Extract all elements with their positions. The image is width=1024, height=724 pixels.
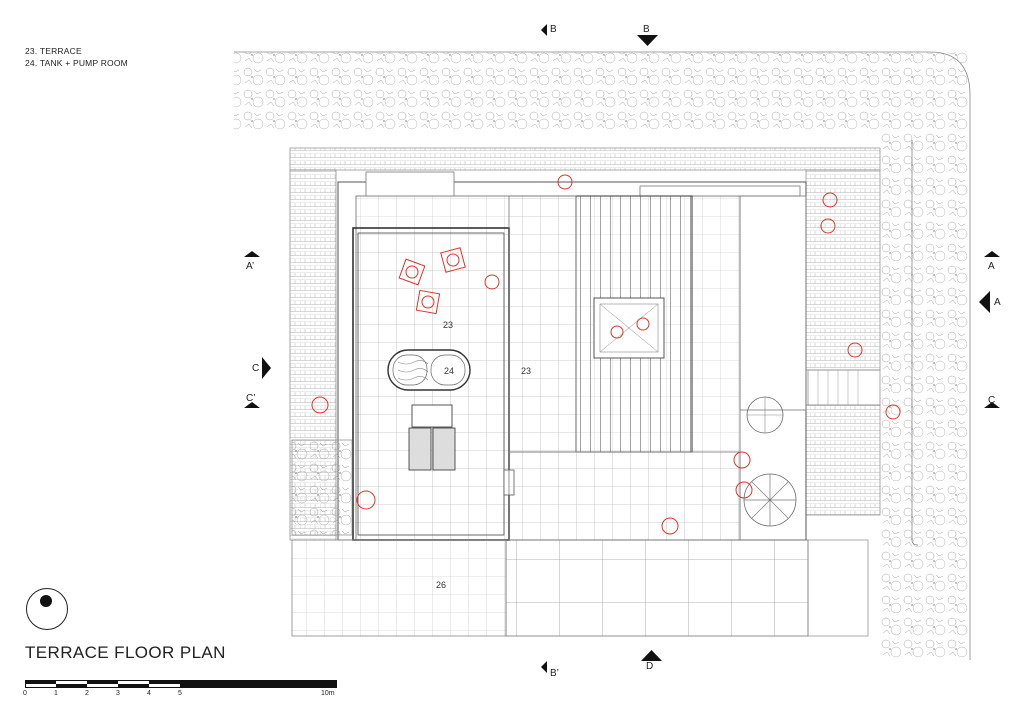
- furniture-red: [311, 174, 901, 535]
- section-label-a-right-arrow: A: [994, 297, 1001, 308]
- section-b-prime-marker: [541, 661, 547, 673]
- pergola: [575, 195, 693, 453]
- stair-right: [807, 369, 881, 406]
- chair-9: [733, 451, 753, 499]
- scale-label-1: 1: [54, 690, 58, 697]
- chair-11: [847, 342, 863, 358]
- scale-seg-4-5: [149, 680, 180, 684]
- chair-3: [415, 289, 441, 315]
- legend: 23. TERRACE 24. TANK + PUMP ROOM: [25, 45, 128, 69]
- scale-label-4: 4: [147, 690, 151, 697]
- feature-plant: [743, 396, 797, 527]
- section-c-prime-marker: [244, 402, 260, 408]
- daybed: [408, 404, 456, 471]
- section-c-left-arrow: [262, 357, 271, 379]
- section-a-right-small-marker: [984, 251, 1000, 257]
- section-label-b-prime: B’: [550, 668, 559, 679]
- chair-13: [610, 317, 650, 339]
- area-26-paving: [291, 539, 869, 637]
- scale-label-0: 0: [23, 690, 27, 697]
- chair-2: [440, 247, 466, 273]
- section-markers: [244, 24, 1000, 673]
- scale-seg-1-2: [56, 684, 87, 688]
- scale-label-2: 2: [85, 690, 89, 697]
- section-a-right-arrow: [979, 291, 990, 313]
- chair-5: [557, 174, 573, 190]
- room-label-23-lower: 23: [521, 366, 532, 376]
- section-c-right-marker: [984, 402, 1000, 408]
- section-a-prime-marker: [244, 251, 260, 257]
- scale-label-3: 3: [116, 690, 120, 697]
- section-label-a-right-small: A: [988, 261, 995, 272]
- legend-item-tank-pump-room: 24. TANK + PUMP ROOM: [25, 58, 128, 68]
- scale-seg-5-10: [180, 680, 337, 688]
- scale-seg-0-1: [25, 680, 56, 684]
- chair-4: [484, 274, 500, 290]
- chair-10: [661, 517, 679, 535]
- planter-left: [291, 439, 353, 536]
- section-b-top-arrow: [637, 35, 658, 46]
- room-label-26: 26: [436, 580, 447, 590]
- scale-label-5: 5: [178, 690, 182, 697]
- chair-12: [885, 404, 901, 420]
- section-label-b-top-small: B: [550, 24, 557, 35]
- section-label-b-top-arrow: B: [643, 24, 650, 35]
- scale-label-10m: 10m: [321, 690, 335, 697]
- room-label-23-upper: 23: [443, 320, 454, 330]
- room-label-24: 24: [444, 366, 455, 376]
- north-arrow-icon: [26, 588, 68, 630]
- section-b-top-small-marker: [541, 24, 547, 36]
- section-label-c-right: C: [988, 395, 996, 406]
- scale-seg-3-4: [118, 684, 149, 688]
- chair-1: [398, 258, 426, 286]
- drawing-title: TERRACE FLOOR PLAN: [25, 643, 226, 662]
- lower-deck: [508, 195, 741, 541]
- section-label-c-left-arrow: C: [252, 363, 260, 374]
- chair-8: [356, 490, 376, 510]
- foliage-top-band: [234, 51, 971, 660]
- scale-seg-2-3: [87, 680, 118, 684]
- section-label-c-prime: C’: [246, 393, 256, 404]
- tank-24: [387, 349, 471, 391]
- section-label-a-prime: A’: [246, 261, 255, 272]
- foliage-right-band: [880, 130, 970, 660]
- chair-6: [820, 192, 838, 234]
- section-label-d: D: [646, 661, 654, 672]
- section-d-bottom-arrow: [641, 650, 662, 661]
- chair-7: [311, 396, 329, 414]
- legend-item-terrace: 23. TERRACE: [25, 46, 82, 56]
- north-dot: [40, 595, 52, 607]
